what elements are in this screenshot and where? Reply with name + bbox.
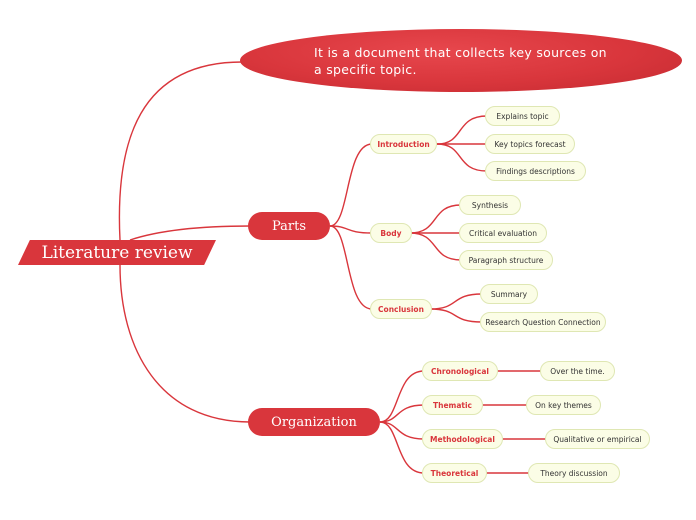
- link-parts-introduction: [329, 143, 373, 227]
- parts-label: Parts: [271, 218, 307, 234]
- definition-node[interactable]: It is a document that collects key sourc…: [240, 29, 682, 92]
- root-node[interactable]: Literature review: [18, 240, 216, 265]
- leaf-label: Over the time.: [550, 366, 605, 376]
- leaf-label: Synthesis: [471, 200, 509, 210]
- methodological-label: Methodological: [430, 434, 495, 444]
- link-parts-body: [329, 225, 373, 234]
- link-org-chronological: [379, 370, 425, 423]
- theoretical-leaf[interactable]: Theory discussion: [528, 463, 620, 483]
- leaf-label: Qualitative or empirical: [553, 434, 642, 444]
- link-body-leaf3: [409, 232, 462, 261]
- link-root-organization: [119, 264, 251, 423]
- leaf-label: Theory discussion: [540, 468, 608, 478]
- leaf-label: Findings descriptions: [496, 166, 575, 176]
- leaf-label: Critical evaluation: [468, 228, 538, 238]
- conclusion-leaf[interactable]: Research Question Connection: [480, 312, 606, 332]
- leaf-label: Paragraph structure: [468, 255, 544, 265]
- chronological-leaf[interactable]: Over the time.: [540, 361, 615, 381]
- link-concl-leaf1: [429, 293, 483, 310]
- link-intro-leaf3: [436, 143, 488, 172]
- leaf-label: On key themes: [535, 400, 592, 410]
- link-body-leaf1: [409, 204, 462, 234]
- link-intro-leaf1: [436, 115, 488, 145]
- link-root-parts: [129, 225, 251, 241]
- introduction-leaf[interactable]: Explains topic: [485, 106, 560, 126]
- leaf-label: Explains topic: [496, 111, 549, 121]
- leaf-label: Summary: [490, 289, 528, 299]
- body-label: Body: [380, 228, 402, 238]
- link-parts-conclusion: [329, 225, 373, 310]
- conclusion-leaf[interactable]: Summary: [480, 284, 538, 304]
- leaf-label: Key topics forecast: [494, 139, 566, 149]
- definition-text: It is a document that collects key sourc…: [314, 45, 607, 77]
- introduction-label: Introduction: [377, 139, 430, 149]
- introduction-leaf[interactable]: Findings descriptions: [485, 161, 586, 181]
- body-leaf[interactable]: Critical evaluation: [459, 223, 547, 243]
- introduction-leaf[interactable]: Key topics forecast: [485, 134, 575, 154]
- organization-node[interactable]: Organization: [248, 408, 380, 436]
- methodological-leaf[interactable]: Qualitative or empirical: [545, 429, 650, 449]
- theoretical-node[interactable]: Theoretical: [422, 463, 487, 483]
- body-leaf[interactable]: Paragraph structure: [459, 250, 553, 270]
- link-org-thematic: [379, 404, 425, 423]
- root-label: Literature review: [41, 242, 193, 263]
- thematic-label: Thematic: [432, 400, 473, 410]
- introduction-node[interactable]: Introduction: [370, 134, 437, 154]
- conclusion-label: Conclusion: [378, 304, 424, 314]
- methodological-node[interactable]: Methodological: [422, 429, 503, 449]
- parts-node[interactable]: Parts: [248, 212, 330, 240]
- chronological-label: Chronological: [431, 366, 489, 376]
- conclusion-node[interactable]: Conclusion: [370, 299, 432, 319]
- organization-label: Organization: [271, 414, 357, 430]
- link-concl-leaf2: [429, 308, 483, 323]
- link-org-theoretical: [379, 421, 425, 474]
- thematic-leaf[interactable]: On key themes: [526, 395, 601, 415]
- leaf-label: Research Question Connection: [485, 317, 601, 327]
- theoretical-label: Theoretical: [430, 468, 479, 478]
- link-root-definition: [118, 61, 243, 241]
- body-leaf[interactable]: Synthesis: [459, 195, 521, 215]
- body-node[interactable]: Body: [370, 223, 412, 243]
- thematic-node[interactable]: Thematic: [422, 395, 483, 415]
- chronological-node[interactable]: Chronological: [422, 361, 498, 381]
